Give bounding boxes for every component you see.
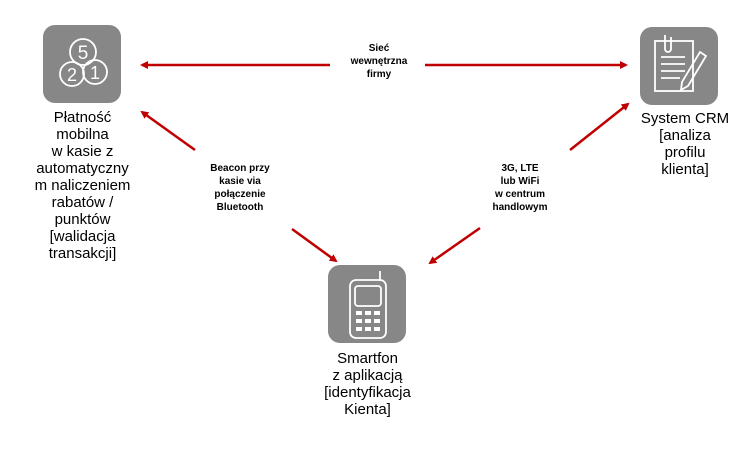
svg-text:2: 2 — [67, 65, 77, 85]
svg-text:1: 1 — [90, 63, 100, 83]
arrow-to-phone-left — [291, 227, 338, 263]
svg-text:5: 5 — [78, 43, 89, 64]
arrow-to-crm-diag — [569, 102, 630, 151]
clipboard-pencil-icon — [640, 27, 718, 105]
mobile-phone-icon — [328, 265, 406, 343]
arrow-to-phone-right — [428, 226, 481, 265]
arrow-to-payment-diag — [140, 110, 196, 152]
coins-icon: 5 2 1 — [43, 25, 121, 103]
